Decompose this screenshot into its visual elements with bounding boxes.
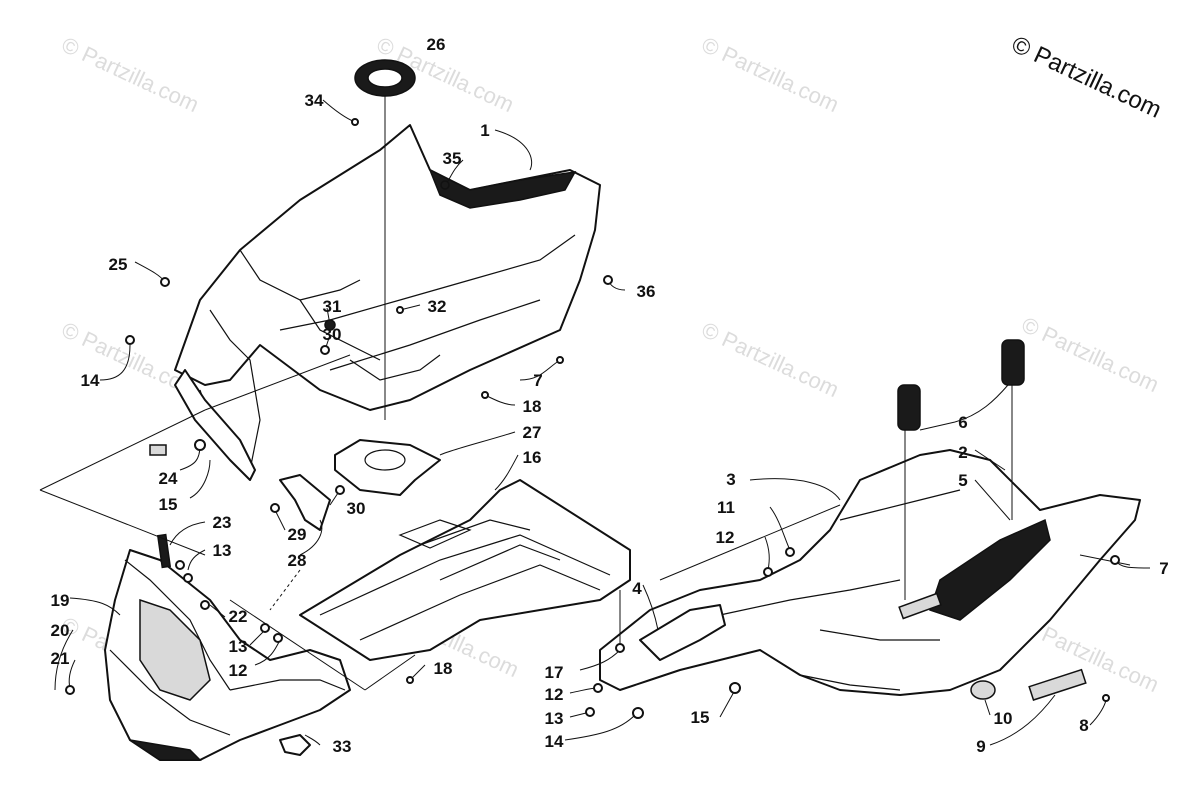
callout-18: 18 [523,397,542,416]
callout-2: 2 [958,443,967,462]
callout-30: 30 [347,499,366,518]
callout-6: 6 [958,413,967,432]
callout-7: 7 [1159,559,1168,578]
callout-15: 15 [691,708,710,727]
callout-26: 26 [427,35,446,54]
watermark-text: © Partzilla.com [698,32,843,117]
callout-29: 29 [288,525,307,544]
callout-14: 14 [81,371,100,390]
watermark-text: © Partzilla.com [1018,312,1163,397]
callout-28: 28 [288,551,307,570]
callout-31: 31 [323,297,342,316]
callout-32: 32 [428,297,447,316]
assembly-lines [39,354,1131,691]
callout-23: 23 [213,513,232,532]
ring-seal-26 [354,59,416,97]
callout-14: 14 [545,732,564,751]
callout-21: 21 [51,649,70,668]
plug-10 [970,680,996,700]
callout-12: 12 [545,685,564,704]
nose-pan-assembly [174,124,601,481]
plate-9 [1028,668,1087,701]
callout-4: 4 [632,579,642,598]
callout-13: 13 [213,541,232,560]
callout-33: 33 [333,737,352,756]
copyright-text: © Partzilla.com [1007,31,1165,124]
callout-1: 1 [480,121,489,140]
belly-pan-16 [299,479,631,661]
callout-10: 10 [994,709,1013,728]
foot-strap-6a [897,384,921,431]
callout-5: 5 [958,471,967,490]
callout-13: 13 [545,709,564,728]
callout-35: 35 [443,149,462,168]
callout-7: 7 [533,371,542,390]
callout-18: 18 [434,659,453,678]
bracket-28 [279,474,331,531]
callout-22: 22 [229,607,248,626]
callout-16: 16 [523,448,542,467]
callout-8: 8 [1079,716,1088,735]
callout-3: 3 [726,470,735,489]
watermark-text: © Partzilla.com [58,32,203,117]
hardware-marks [65,118,1120,719]
mount-plate-27 [334,439,441,496]
callout-25: 25 [109,255,128,274]
callout-36: 36 [637,282,656,301]
callout-30: 30 [323,325,342,344]
callout-9: 9 [976,737,985,756]
callout-20: 20 [51,621,70,640]
callout-17: 17 [545,663,564,682]
callout-13: 13 [229,637,248,656]
front-nose-assembly [104,533,351,761]
callout-27: 27 [523,423,542,442]
callout-12: 12 [716,528,735,547]
callout-11: 11 [717,498,735,517]
callout-34: 34 [305,91,324,110]
callout-24: 24 [159,469,178,488]
running-board-assembly [599,449,1141,696]
callout-15: 15 [159,495,178,514]
callout-19: 19 [51,591,70,610]
watermark-text: © Partzilla.com [698,317,843,402]
foot-strap-6b [1001,339,1025,386]
callout-12: 12 [229,661,248,680]
